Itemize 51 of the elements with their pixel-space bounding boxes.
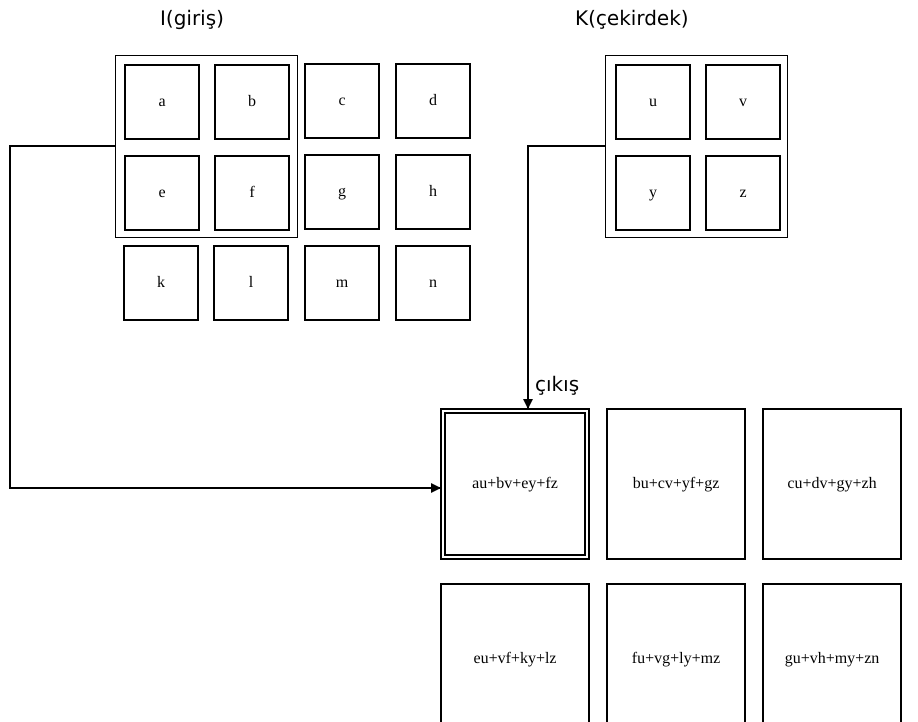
grid-title: I(giriş) [160,6,224,30]
grid-cell [304,154,380,230]
cell-text: v [739,93,747,111]
cell-text: z [739,184,747,202]
grid-cell [440,408,590,560]
cell-text: gu+vh+my+zn [784,650,880,668]
grid-cell [395,245,471,321]
grid-title: K(çekirdek) [575,6,689,30]
grid-cell [615,64,691,140]
grid-cell [705,64,781,140]
cell-text: a [158,93,166,111]
grid-cell [124,64,200,140]
grid-cell [606,408,746,560]
cell-text: m [336,274,348,292]
cell-text: e [158,184,166,202]
arrow [9,145,441,493]
cell-text: au+bv+ey+fz [472,475,558,493]
grid-cell [214,64,290,140]
grid-cell [606,583,746,722]
cell-text: eu+vf+ky+lz [473,650,557,668]
cell-text: u [649,93,657,111]
grid-cell [762,583,902,722]
cell-text: k [157,274,165,292]
window-frame [605,55,788,238]
output-title: çıkış [535,372,580,396]
grid-cell [440,583,590,722]
grid-cell [395,63,471,139]
grid-cell [615,155,691,231]
cell-text: y [649,184,657,202]
cell-text: f [249,184,255,202]
grid-cell [304,63,380,139]
window-frame [115,55,298,238]
cell-text: l [248,274,254,292]
grid-cell [395,154,471,230]
cell-text: c [338,92,346,110]
grid-cell [705,155,781,231]
cell-text: h [429,183,437,201]
cell-text: d [429,92,437,110]
cell-text: n [429,274,437,292]
grid-cell [124,155,200,231]
cell-text: bu+cv+yf+gz [632,475,720,493]
grid-cell [214,155,290,231]
grid-cell [762,408,902,560]
cell-text: cu+dv+gy+zh [787,475,877,493]
grid-cell [123,245,199,321]
grid-cell [304,245,380,321]
arrow [523,145,605,409]
cell-text: fu+vg+ly+mz [632,650,720,668]
cell-text: b [248,93,256,111]
grid-cell [213,245,289,321]
cell-text: g [338,183,346,201]
